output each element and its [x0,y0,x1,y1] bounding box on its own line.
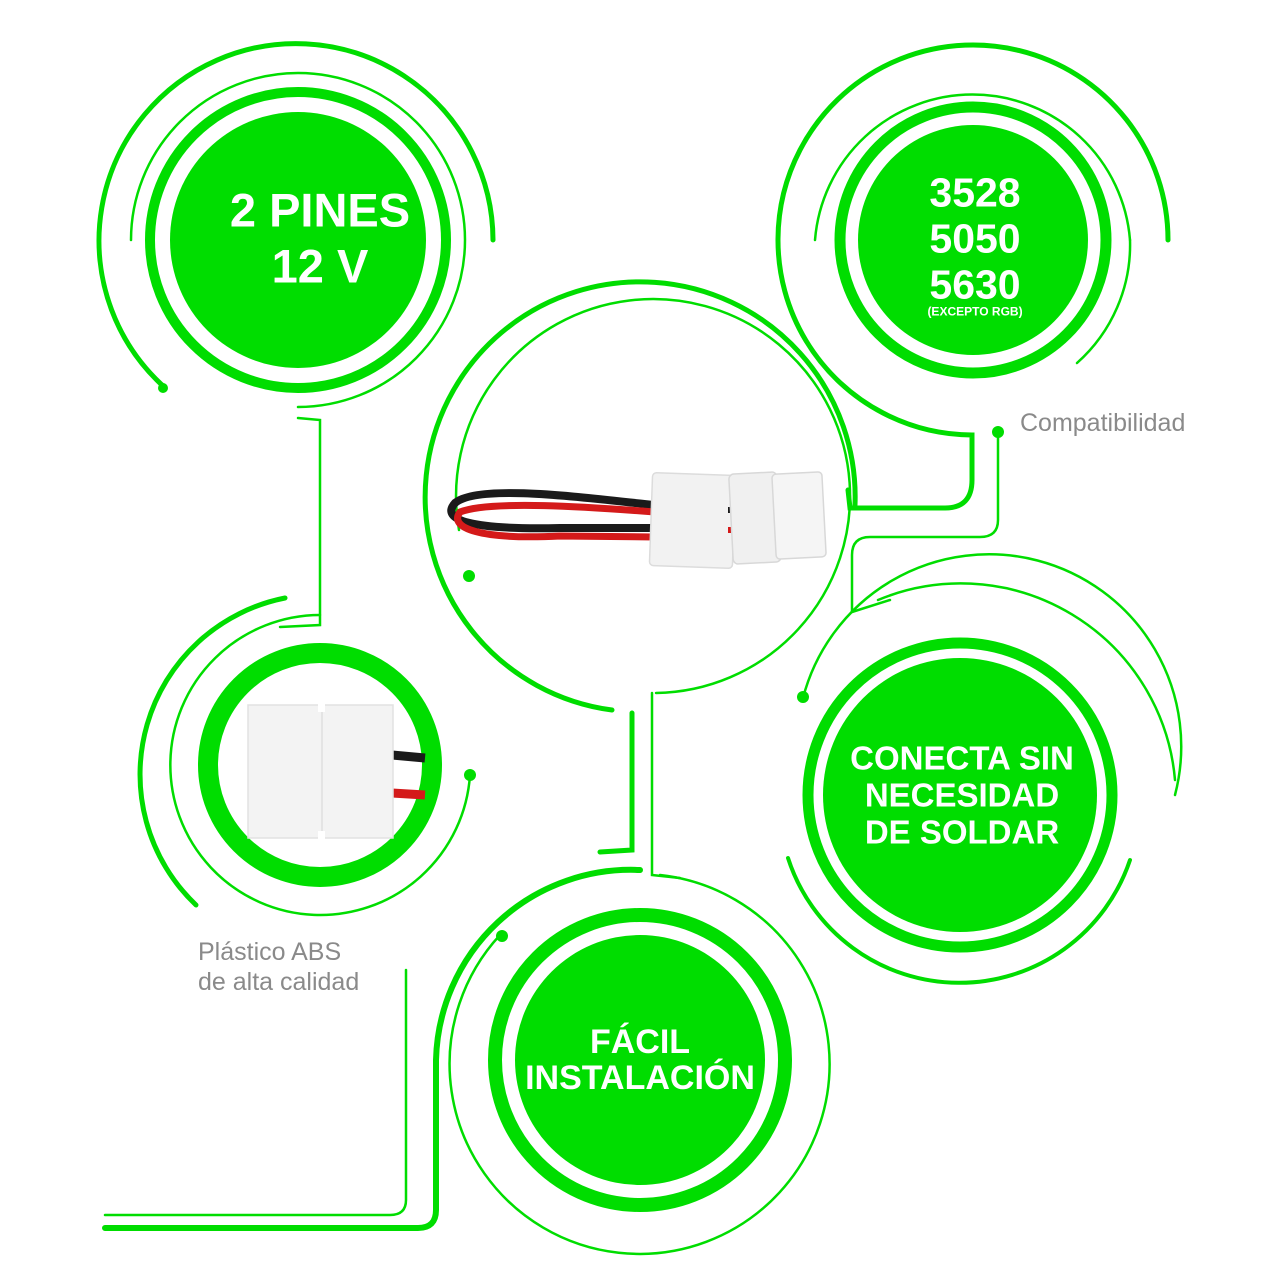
badge-pins-voltage: 2 PINES 12 V [230,187,410,290]
badge-install-rings [102,866,831,1256]
left-product-photo [247,703,426,840]
badge-line: 3528 [929,169,1021,216]
caption-line: de alta calidad [198,968,360,996]
badge-nosolder-rings [786,553,1183,985]
trace-line [278,416,322,629]
badge-line: 2 PINES [229,183,411,237]
trace-line [650,691,682,880]
badge-compat-rings [775,42,1171,511]
caption-compatibility: Compatibilidad [1020,409,1186,437]
node-dot [797,691,809,703]
left-badge-rings [137,595,472,917]
node-dot [463,570,475,582]
badge-note: (EXCEPTO RGB) [927,304,1023,319]
badge-compatibility: 3528 5050 5630 (EXCEPTO RGB) [927,169,1023,319]
caption-line: Plástico ABS [198,938,342,966]
badge-pins-rings [96,41,496,409]
badge-line: DE SOLDAR [864,813,1060,851]
badge-line: 5630 [929,261,1021,308]
node-dot [496,930,508,942]
node-dot [464,769,476,781]
badge-line: CONECTA SIN [850,739,1074,777]
trace-line [597,710,635,855]
center-product-photo [447,471,827,570]
badge-line: 5050 [929,215,1021,262]
trace-line [103,968,408,1217]
badge-no-solder: CONECTA SIN NECESIDAD DE SOLDAR [850,742,1074,849]
badge-line: 12 V [271,239,369,293]
badge-line: NECESIDAD [864,776,1060,814]
center-rings [422,279,858,713]
badge-line: FÁCIL [589,1023,691,1061]
trace-line [850,430,1000,614]
badge-line: INSTALACIÓN [525,1059,755,1097]
caption-material: Plástico ABS de alta calidad [198,937,359,997]
badge-easy-install: FÁCIL INSTALACIÓN [525,1025,755,1095]
node-dot [158,383,168,393]
